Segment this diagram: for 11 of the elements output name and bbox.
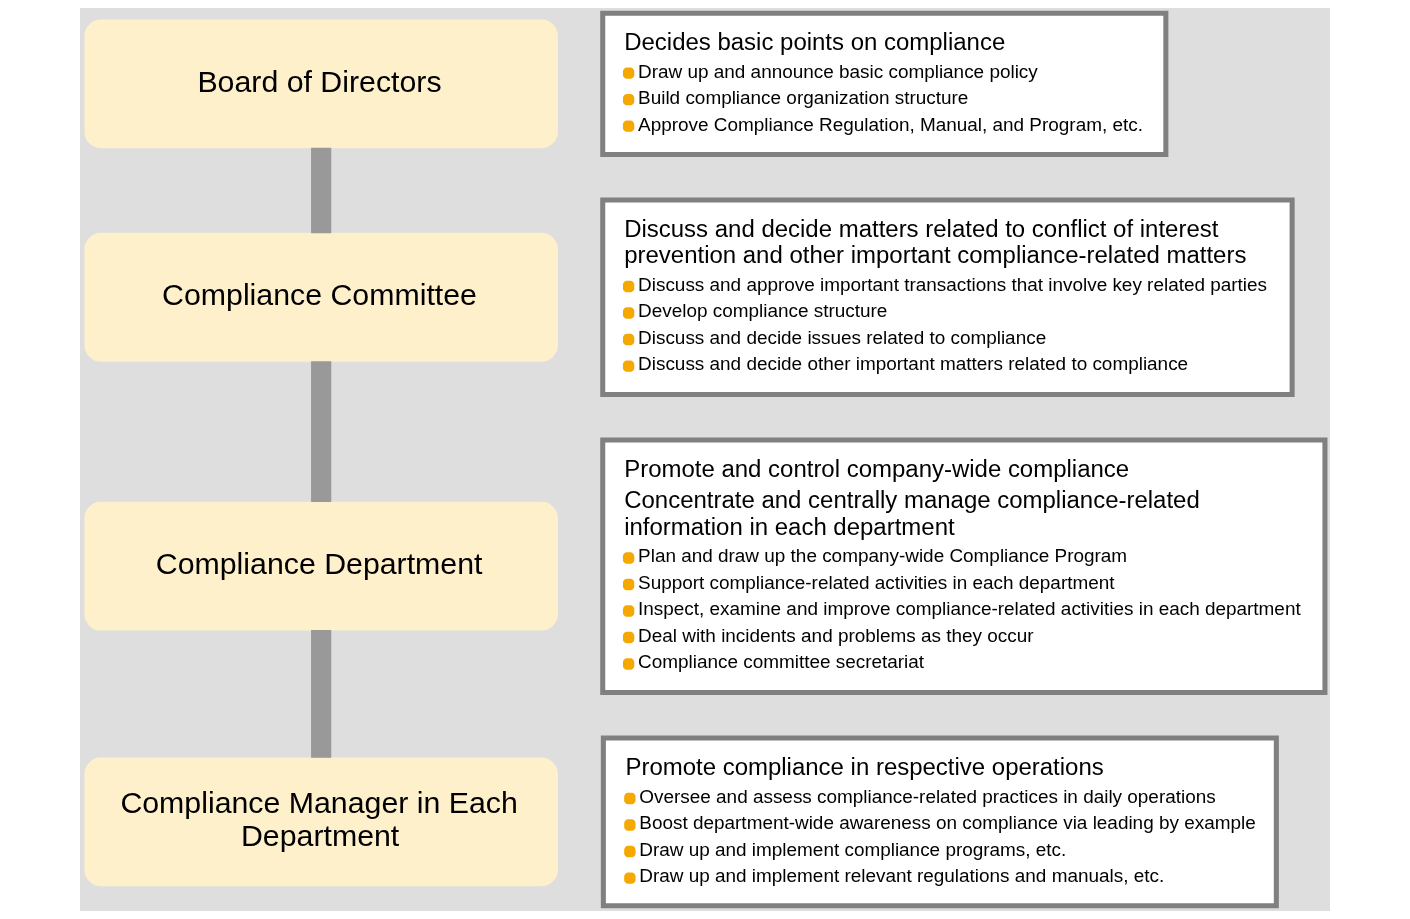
connector xyxy=(311,361,332,503)
node-box: Compliance Manager in Each Department xyxy=(84,757,558,887)
connector xyxy=(311,630,332,758)
node-box: Discuss and decide matters related to conflict of interest prevention and other important compliance-related matters Discuss and approve important transactions that involve key related parties Develop compliance structure Discuss and decide issues related to compliance Discuss and decide other important matters related to compliance xyxy=(600,197,1295,397)
connector xyxy=(311,147,332,234)
node-box: Board of Directors xyxy=(84,19,558,149)
node-box: Promote compliance in respective operations Oversee and assess compliance-related practices in daily operations Boost department-wide awareness on compliance via leading by example Draw up and implement compliance programs, etc. Draw up and implement relevant regulations and manuals, etc. xyxy=(600,735,1279,909)
node-box: Decides basic points on compliance Draw up and announce basic compliance policy Build compliance organization structure Approve Compliance Regulation, Manual, and Program, etc. xyxy=(600,10,1169,158)
node-box: Promote and control company-wide compliance Concentrate and centrally manage compliance-related information in each department Plan and draw up the company-wide Compliance Program Support compliance-related activities in each department Inspect, examine and improve compliance-related activities in each department Deal with incidents and problems as they occur Compliance committee secretariat xyxy=(600,437,1328,695)
node-box: Compliance Department xyxy=(84,501,558,631)
node-box: Compliance Committee xyxy=(84,232,558,362)
